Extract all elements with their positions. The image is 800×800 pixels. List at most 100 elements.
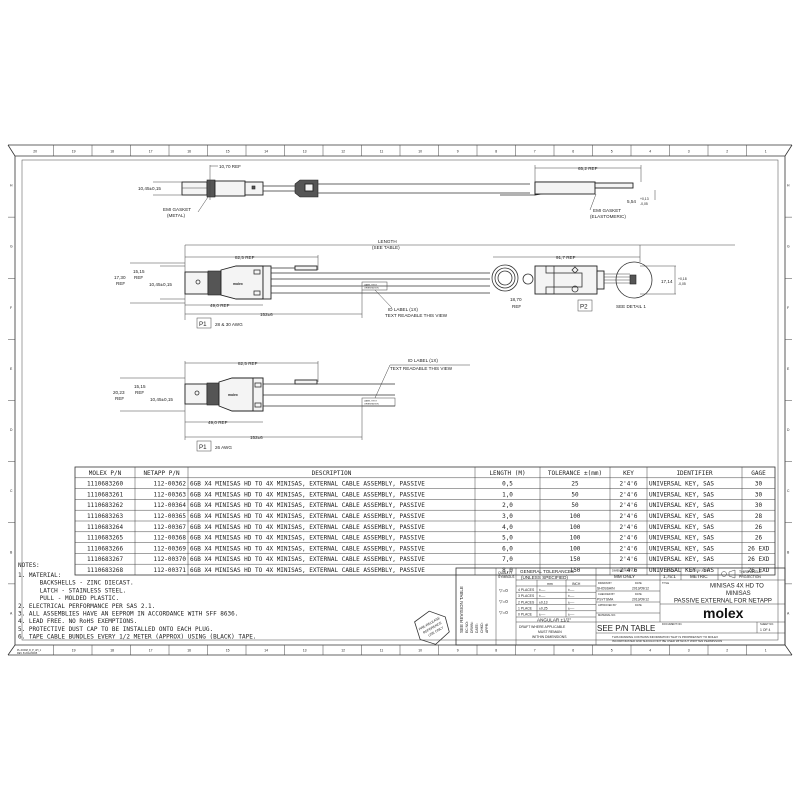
projection-label: THIRD ANGLE [739, 570, 762, 574]
zone-label: 16 [187, 649, 191, 653]
zone-label: A [10, 611, 13, 615]
table-cell: 112-00371 [153, 567, 186, 574]
zone-label: 11 [380, 649, 384, 653]
design-units: METRIC [690, 574, 708, 579]
zone-label: 7 [534, 150, 536, 154]
zone-label: 18 [110, 649, 114, 653]
table-cell: 6GB X4 MINISAS HD TO 4X MINISAS, EXTERNA… [190, 524, 425, 531]
table-cell: 6GB X4 MINISAS HD TO 4X MINISAS, EXTERNA… [190, 502, 425, 509]
tolerance-cell: 3 PLACES [518, 594, 535, 598]
drawn-by: SHOSSAIN [597, 587, 615, 591]
table-cell: 30 [755, 481, 763, 488]
table-cell: 112-00364 [153, 502, 186, 509]
note-line: 4. LEAD FREE. NO RoHS EXEMPTIONS. [18, 618, 137, 625]
pre-release-stamp: PRE-RELEASE REFERENCE USE ONLY [414, 610, 450, 645]
table-cell: 8,0 [502, 567, 513, 574]
zone-label: 14 [264, 649, 268, 653]
callout-label: TEXT READABLE THIS VIEW [385, 313, 448, 318]
table-cell: 50 [571, 502, 579, 509]
table-cell: 3,0 [502, 513, 513, 520]
tolerance-cell: ±---- [568, 594, 574, 598]
zone-label: G [10, 245, 13, 249]
plug-label-p1: P1 [199, 444, 207, 451]
table-cell: 1110683262 [87, 502, 124, 509]
tolerance-cell: ±---- [568, 607, 574, 611]
zone-label: G [787, 245, 790, 249]
field-label: DATE [635, 592, 642, 596]
zone-label: 3 [688, 649, 690, 653]
field-label: DIMENSION STYLE [612, 569, 636, 573]
zone-label: F [10, 306, 12, 310]
table-cell: 7,0 [502, 556, 513, 563]
field-label: DATE [635, 581, 642, 585]
table-cell: 6GB X4 MINISAS HD TO 4X MINISAS, EXTERNA… [190, 535, 425, 542]
dim-label: LENGTH [378, 239, 397, 244]
dim-label: 15,15 [133, 269, 145, 274]
table-cell: 112-00367 [153, 524, 186, 531]
quality-mark: ▽=0 [499, 599, 508, 604]
table-cell: 100 [570, 545, 581, 552]
zone-label: C [787, 489, 790, 493]
column-header: KEY [623, 470, 634, 477]
draft-note: DRAFT WHERE APPLICABLE [519, 625, 566, 629]
tolerance-cell: ±---- [539, 594, 545, 598]
callout-label: (METAL) [167, 213, 186, 218]
dim-label: REF [135, 390, 144, 395]
zone-label: 9 [457, 150, 459, 154]
zone-label: 6 [572, 150, 574, 154]
unit-label: mm [547, 582, 553, 586]
table-cell: 150 [570, 567, 581, 574]
tolerance-plus: +0,18 [678, 277, 687, 281]
table-cell: 6,0 [502, 545, 513, 552]
table-cell: 112-00365 [153, 513, 186, 520]
awg-label: 26 AWG [215, 445, 232, 450]
tolerance-cell: 4 PLACES [518, 588, 535, 592]
callout-label: TEXT READABLE THIS VIEW [390, 366, 453, 371]
table-cell: 150 [570, 556, 581, 563]
dim-label: 10,45±0,15 [138, 186, 161, 191]
table-cell: 1110683260 [87, 481, 124, 488]
zone-label: 19 [72, 150, 76, 154]
dim-label: 49,0 REF [210, 303, 230, 308]
tolerance-minus: -0,05 [678, 282, 686, 286]
note-line: 1. MATERIAL: [18, 572, 61, 579]
side-view-cable-26awg: 82,5 REF molex LABEL TEXT ORIENTATION 20… [113, 358, 470, 452]
draft-note: WITHIN DIMENSIONS [532, 635, 567, 639]
table-cell: UNIVERSAL KEY, SAS [649, 513, 714, 520]
table-cell: UNIVERSAL KEY, SAS [649, 545, 714, 552]
checked-by: PSYTSMA [597, 598, 614, 602]
quality-symbols-label: SYMBOLS [498, 575, 515, 579]
table-cell: 1110683267 [87, 556, 124, 563]
tolerance-cell: 0 PLACE [518, 613, 533, 617]
note-line: 3. ALL ASSEMBLIES HAVE AN EEPROM IN ACCO… [18, 611, 238, 618]
zone-label: 5 [611, 649, 613, 653]
zone-label: 2 [726, 649, 728, 653]
angular-tolerance: ANGULAR ±1/2° [537, 618, 571, 623]
dim-label: 17,14 [661, 279, 673, 284]
table-cell: 112-00369 [153, 545, 186, 552]
callout-label: (ELASTOMERIC) [590, 214, 626, 219]
form-code: PL-FORM_D_P_AH_1 [17, 649, 42, 652]
plug-label-p1: P1 [199, 321, 207, 328]
field-label: APPROVED BY [598, 603, 617, 607]
field-label: SHEET NO. [760, 622, 774, 626]
quality-symbols-label: QUALITY [498, 571, 513, 575]
dim-label: REF [115, 396, 124, 401]
revision-table-label: SEE REVISION TABLE [459, 586, 464, 633]
table-cell: 6GB X4 MINISAS HD TO 4X MINISAS, EXTERNA… [190, 481, 425, 488]
table-cell: 2'4'6 [619, 481, 637, 488]
zone-label: 4 [649, 150, 651, 154]
zone-label: 4 [649, 649, 651, 653]
table-cell: 1,0 [502, 491, 513, 498]
note-line: 5. PROTECTIVE DUST CAP TO BE INSTALLED O… [18, 626, 213, 633]
callout-label: ID LABEL (1X) [388, 307, 418, 312]
zone-label: 20 [33, 150, 37, 154]
zone-label: 17 [149, 649, 153, 653]
quality-mark: ▽=0 [499, 588, 508, 593]
